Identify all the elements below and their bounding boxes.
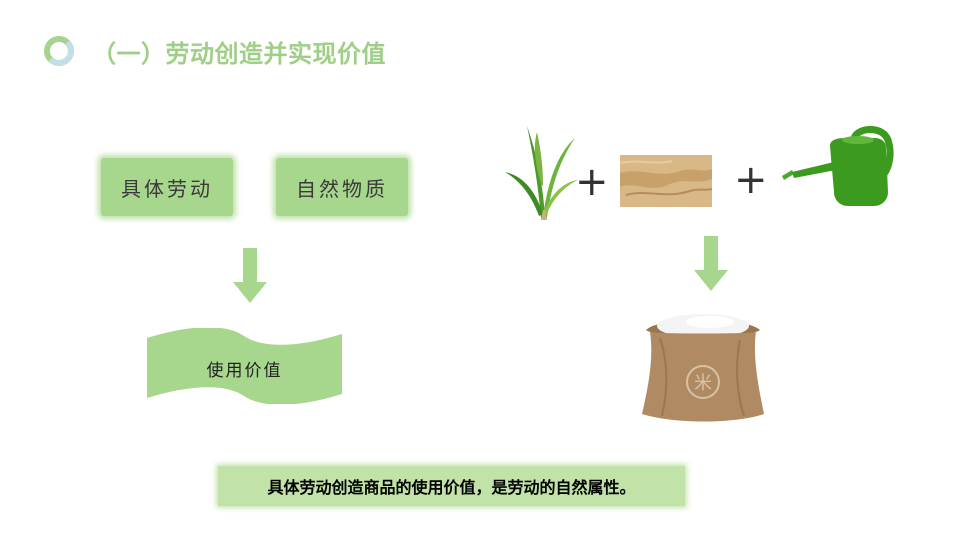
sack-mark: 米 bbox=[694, 373, 712, 394]
rice-plant-icon bbox=[505, 126, 578, 220]
use-value-banner bbox=[147, 328, 342, 404]
page-title: （一）劳动创造并实现价值 bbox=[92, 40, 386, 68]
natural-material-box: 自然物质 bbox=[276, 158, 408, 216]
down-arrow-icon bbox=[233, 248, 267, 303]
soil-icon bbox=[620, 155, 712, 207]
down-arrow-icon bbox=[694, 236, 728, 291]
caption-banner: 具体劳动创造商品的使用价值，是劳动的自然属性。 bbox=[218, 466, 685, 506]
concrete-labor-box: 具体劳动 bbox=[101, 158, 233, 216]
plus-sign-1: + bbox=[575, 159, 609, 205]
ring-icon bbox=[44, 36, 74, 66]
plus-sign-2: + bbox=[734, 157, 768, 203]
rice-sack-icon: 米 bbox=[642, 314, 764, 422]
watering-can-icon bbox=[782, 126, 894, 206]
use-value-label: 使用价值 bbox=[206, 360, 283, 381]
